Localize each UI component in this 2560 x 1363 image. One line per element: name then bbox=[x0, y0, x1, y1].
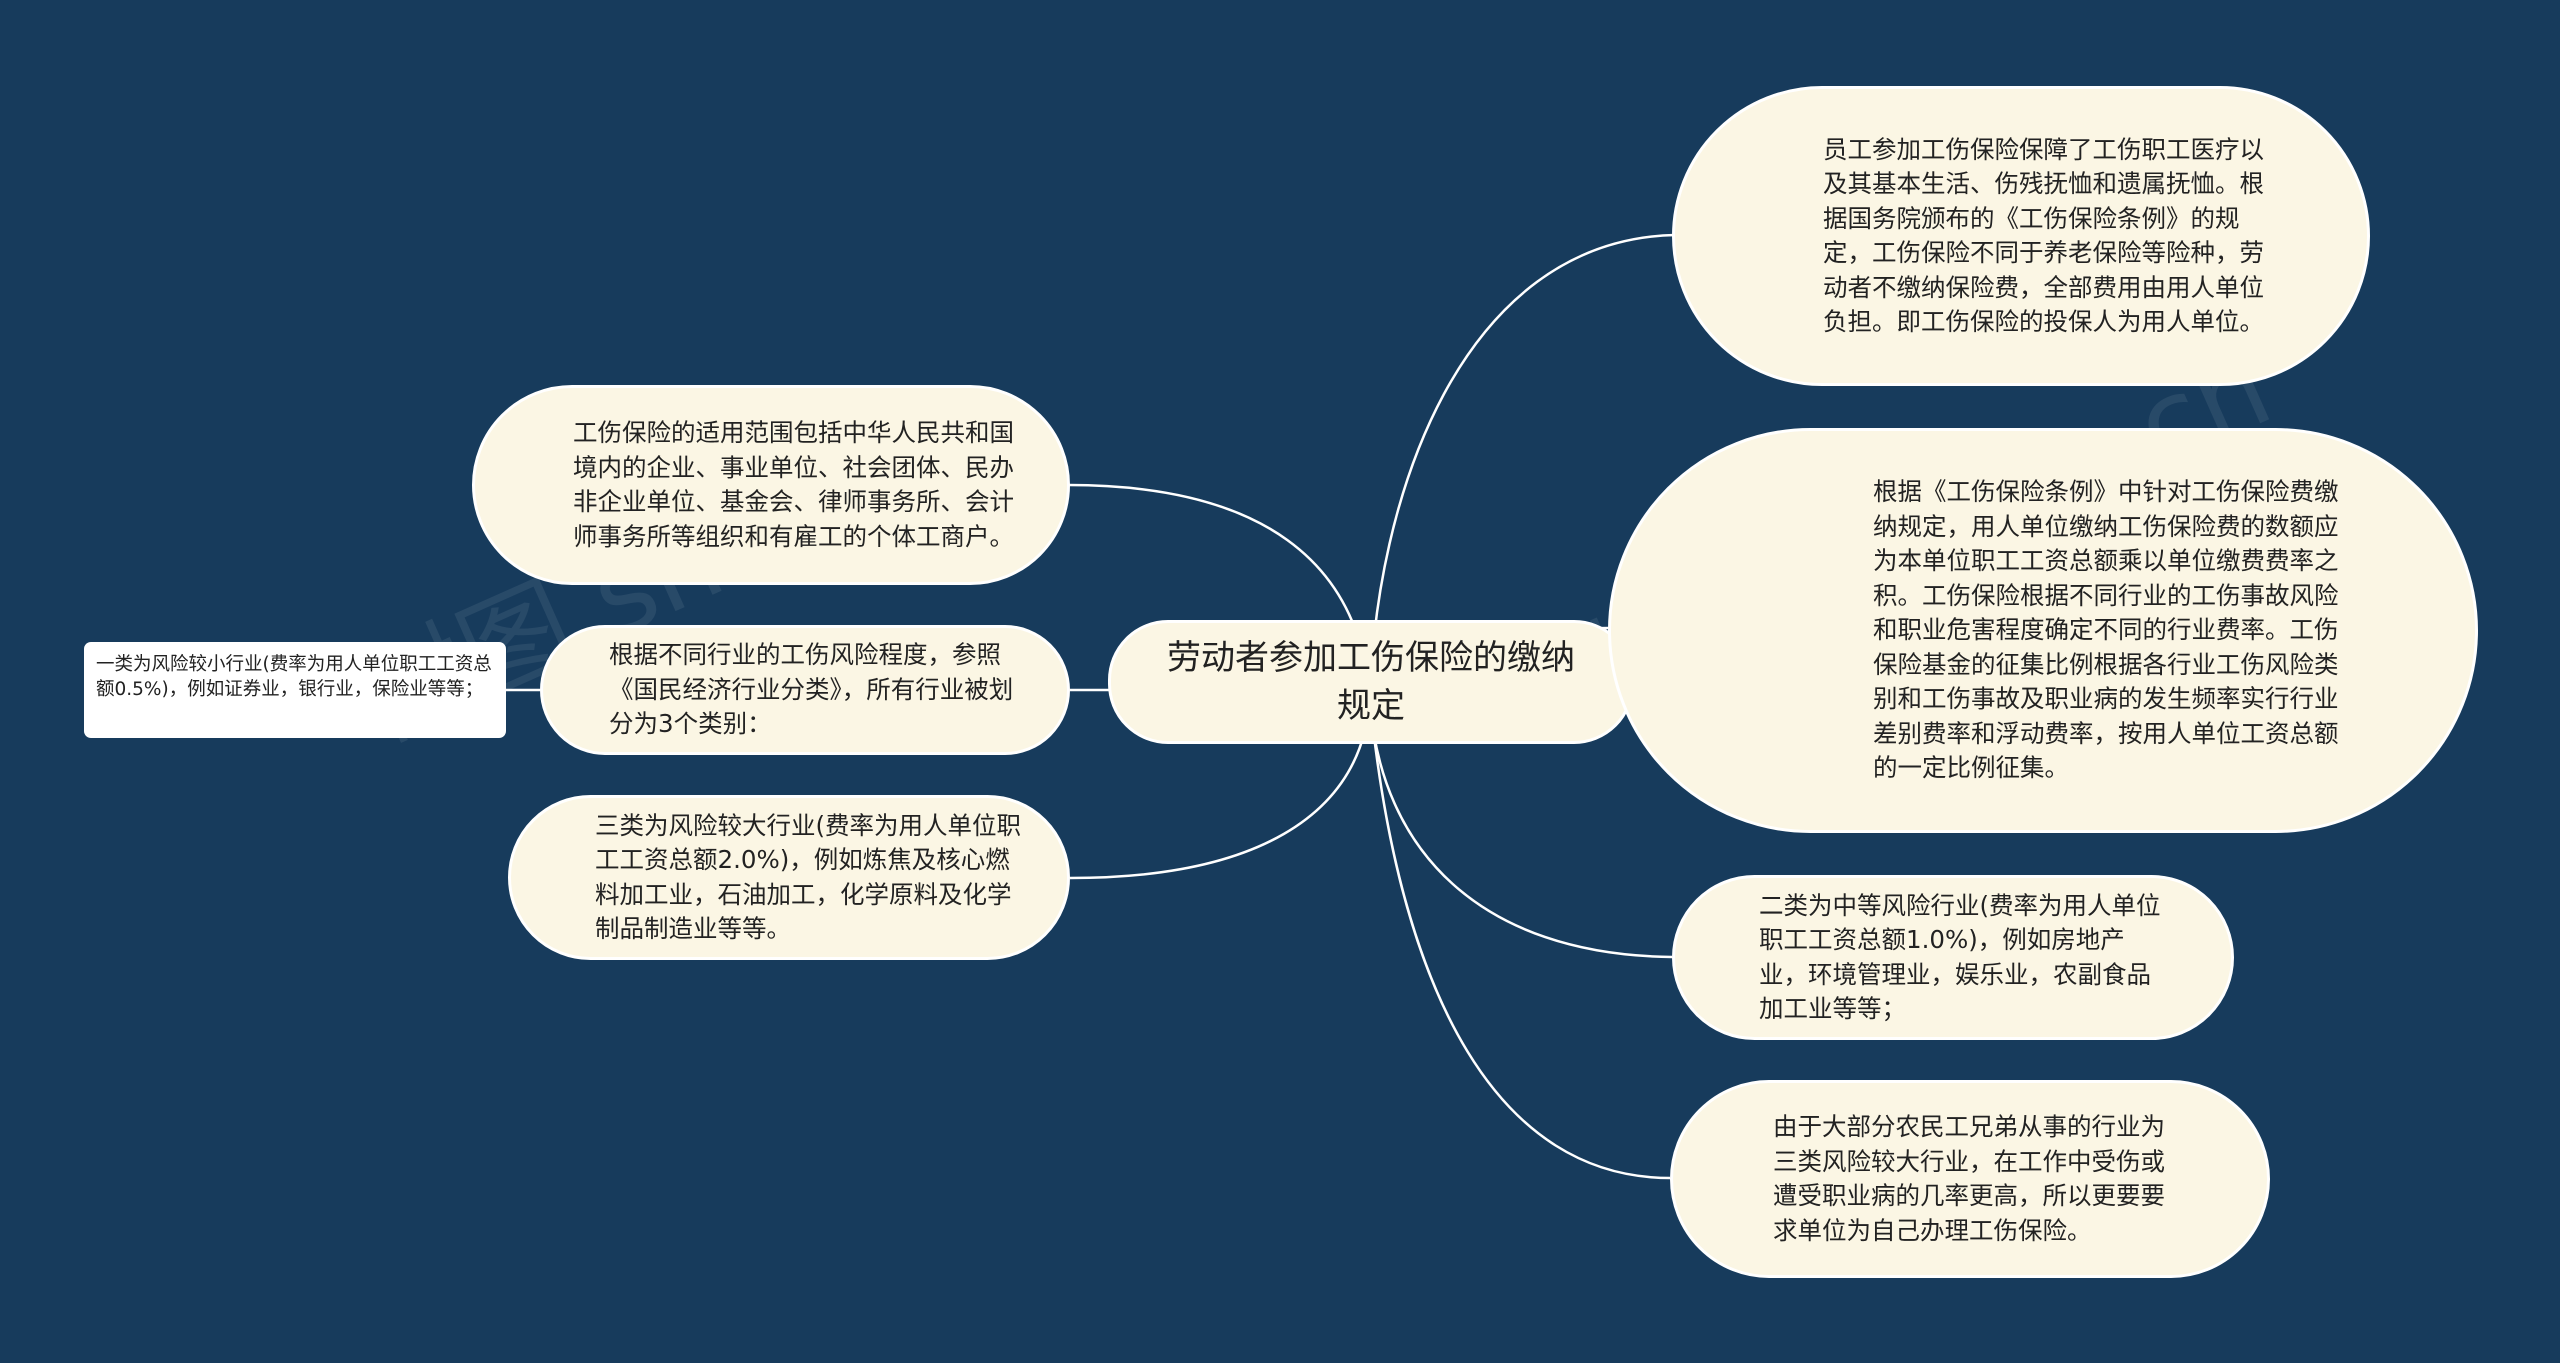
link-class2 bbox=[1368, 699, 1673, 959]
node-categories[interactable]: 根据不同行业的工伤风险程度，参照《国民经济行业分类》，所有行业被划分为3个类别： bbox=[540, 625, 1070, 755]
node-migrant[interactable]: 由于大部分农民工兄弟从事的行业为三类风险较大行业，在工作中受伤或遭受职业病的几率… bbox=[1670, 1080, 2270, 1278]
node-scope[interactable]: 工伤保险的适用范围包括中华人民共和国境内的企业、事业单位、社会团体、民办非企业单… bbox=[472, 385, 1070, 585]
node-benefits-text: 员工参加工伤保险保障了工伤职工医疗以及其基本生活、伤残抚恤和遗属抚恤。根据国务院… bbox=[1823, 134, 2264, 337]
node-benefits[interactable]: 员工参加工伤保险保障了工伤职工医疗以及其基本生活、伤残抚恤和遗属抚恤。根据国务院… bbox=[1672, 86, 2370, 386]
central-topic[interactable]: 劳动者参加工伤保险的缴纳规定 bbox=[1108, 620, 1634, 744]
link-class3 bbox=[1069, 699, 1372, 880]
node-class2[interactable]: 二类为中等风险行业(费率为用人单位职工工资总额1.0%)，例如房地产业，环境管理… bbox=[1672, 875, 2234, 1040]
central-topic-label: 劳动者参加工伤保险的缴纳规定 bbox=[1167, 638, 1575, 726]
node-migrant-text: 由于大部分农民工兄弟从事的行业为三类风险较大行业，在工作中受伤或遭受职业病的几率… bbox=[1773, 1112, 2165, 1245]
node-payment-text: 根据《工伤保险条例》中针对工伤保险费缴纳规定，用人单位缴纳工伤保险费的数额应为本… bbox=[1873, 477, 2339, 783]
node-class3[interactable]: 三类为风险较大行业(费率为用人单位职工工资总额2.0%)，例如炼焦及核心燃料加工… bbox=[508, 795, 1070, 960]
node-categories-text: 根据不同行业的工伤风险程度，参照《国民经济行业分类》，所有行业被划分为3个类别： bbox=[609, 640, 1014, 739]
node-class3-text: 三类为风险较大行业(费率为用人单位职工工资总额2.0%)，例如炼焦及核心燃料加工… bbox=[595, 810, 1022, 944]
link-benefits bbox=[1368, 233, 1676, 701]
node-class1-text: 一类为风险较小行业(费率为用人单位职工工资总额0.5%)，例如证券业，银行业，保… bbox=[96, 654, 492, 700]
node-scope-text: 工伤保险的适用范围包括中华人民共和国境内的企业、事业单位、社会团体、民办非企业单… bbox=[573, 418, 1014, 551]
node-class2-text: 二类为中等风险行业(费率为用人单位职工工资总额1.0%)，例如房地产业，环境管理… bbox=[1759, 890, 2161, 1024]
node-payment[interactable]: 根据《工伤保险条例》中针对工伤保险费缴纳规定，用人单位缴纳工伤保险费的数额应为本… bbox=[1608, 428, 2478, 833]
link-migrant bbox=[1368, 699, 1671, 1180]
node-class1[interactable]: 一类为风险较小行业(费率为用人单位职工工资总额0.5%)，例如证券业，银行业，保… bbox=[84, 642, 506, 738]
